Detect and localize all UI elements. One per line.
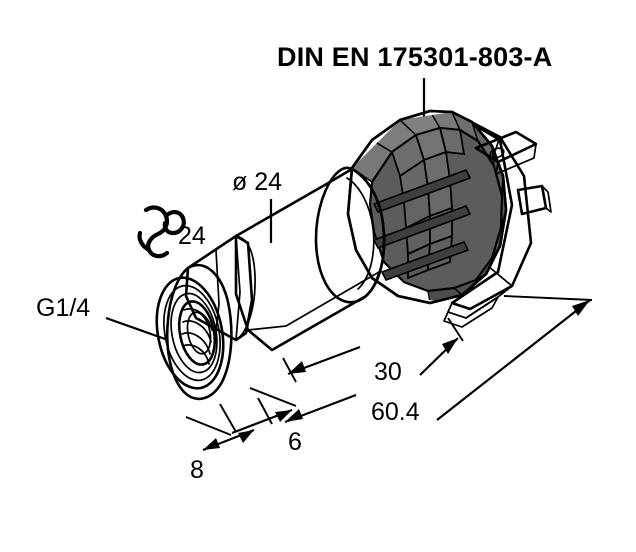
body-lower-shading: [247, 271, 380, 351]
dimension-hex-width: 8: [185, 416, 255, 484]
sensor-body-cylinder: [234, 166, 386, 352]
dim-8-label: 8: [190, 456, 204, 484]
thread-leader-line: [105, 316, 169, 342]
mounting-tab: [474, 130, 538, 175]
port-thread-bore: [177, 300, 217, 366]
dim-30-arrow-left: [288, 361, 306, 374]
thread-callout: G1/4: [36, 294, 169, 342]
dim-604-ext-right: [503, 295, 593, 301]
dim-8-ext-left: [185, 416, 232, 436]
port-rim-step-2: [170, 292, 218, 374]
housing-side-nub-face: [516, 184, 548, 216]
thread-label: G1/4: [36, 294, 90, 322]
dim-604-arrow-left: [285, 409, 303, 422]
dim-30-arrow-right: [442, 338, 458, 354]
dimension-body-length: 30: [282, 317, 464, 386]
dim-604-label: 60.4: [371, 398, 420, 426]
housing-internal-ribs: [368, 126, 504, 293]
dim-30-ext-left: [282, 357, 297, 383]
process-connection-port: [155, 263, 233, 401]
port-inner-bore: [186, 311, 212, 355]
dim-6-arrow-right: [275, 410, 292, 422]
dim-604-arrow-right: [572, 300, 590, 316]
dim-6-label: 6: [288, 428, 302, 456]
dim-6-tick: [249, 387, 297, 407]
dim-604-line-right: [436, 299, 591, 421]
wrench-icon: [137, 205, 186, 259]
dimension-overall-length: 60.4: [257, 295, 593, 426]
housing-collar-outline: [346, 109, 508, 305]
connector-standard-label: DIN EN 175301-803-A: [277, 42, 552, 72]
port-thread-helix: [181, 308, 213, 365]
dim-30-label: 30: [374, 358, 402, 386]
connector-standard-callout: DIN EN 175301-803-A: [277, 42, 552, 124]
mounting-tab-hole: [489, 147, 505, 159]
dim-8-arrow-left: [203, 438, 220, 450]
diameter-label: ø 24: [232, 168, 282, 196]
port-outer-barrel: [166, 263, 233, 401]
diameter-callout: ø 24: [232, 168, 282, 243]
port-outer-rim: [155, 276, 225, 390]
dim-30-ext-right: [447, 317, 464, 342]
dim-6-ext-left: [219, 403, 237, 433]
wrench-callout: 24: [137, 205, 206, 259]
mounting-tab-edge: [495, 143, 537, 175]
dim-8-arrow-right: [238, 430, 254, 443]
dimension-thread-depth: 6: [219, 387, 302, 456]
body-rear-cap: [314, 166, 386, 304]
housing-side-nub: [516, 184, 552, 216]
housing-side-nub-side: [541, 185, 552, 213]
body-rear-cap-highlight: [346, 177, 375, 290]
wrench-size-label: 24: [178, 222, 206, 250]
hex-nut-facet-1: [235, 235, 241, 341]
housing-bottom-ledge-2: [443, 296, 499, 328]
din-connector-housing: [346, 109, 552, 328]
hex-nut-rear-collar: [235, 235, 256, 341]
